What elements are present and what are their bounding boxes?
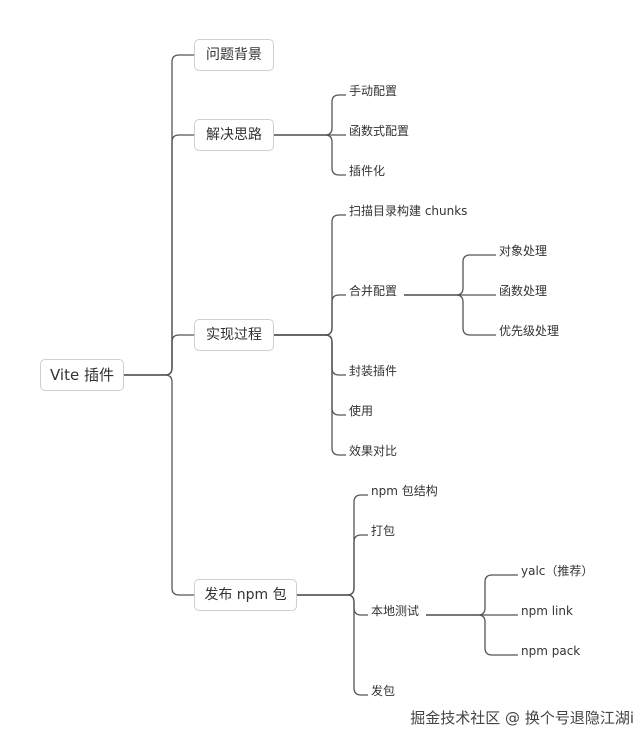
node-fabu-npm: 发布 npm 包 (194, 579, 297, 611)
leaf-bendi-ceshi: 本地测试 (371, 604, 420, 618)
link-hebing-youxian (404, 294, 496, 336)
link-shixian-hebing (274, 294, 346, 336)
link-jiejue-chajian (274, 134, 346, 176)
link-root-to-jiejue (124, 134, 194, 376)
leaf-fabao: 发包 (371, 684, 396, 698)
node-shixian-guocheng: 实现过程 (194, 319, 274, 351)
link-shixian-fengzhuang (274, 334, 346, 376)
link-shixian-xiaoguo (274, 334, 346, 456)
leaf-hanshu-chuli: 函数处理 (499, 284, 548, 298)
leaf-fengzhuang-chajian: 封装插件 (349, 364, 398, 378)
leaf-chajianhua: 插件化 (349, 164, 386, 178)
leaf-hebing-peizhi: 合并配置 (349, 284, 398, 298)
link-shixian-saomiao (274, 214, 346, 336)
leaf-dabao: 打包 (371, 524, 396, 538)
leaf-xiaoguo-duibi: 效果对比 (349, 444, 398, 458)
link-bendi-yalc (426, 574, 518, 616)
link-bendi-npmpack (426, 614, 518, 656)
link-root-to-fabu (124, 374, 194, 596)
leaf-yalc: yalc（推荐） (521, 564, 594, 578)
leaf-youxianji-chuli: 优先级处理 (499, 324, 560, 338)
leaf-shoudong-peizhi: 手动配置 (349, 84, 398, 98)
leaf-npm-bao-jiegou: npm 包结构 (371, 484, 438, 498)
leaf-saomiao-chunks: 扫描目录构建 chunks (349, 204, 468, 218)
watermark-text: 掘金技术社区 @ 换个号退隐江湖i (410, 709, 634, 727)
link-fabu-jiegou (297, 494, 368, 596)
link-hebing-duixiang (404, 254, 496, 296)
leaf-duixiang-chuli: 对象处理 (499, 244, 548, 258)
leaf-shiyong: 使用 (349, 404, 374, 418)
leaf-npm-pack: npm pack (521, 644, 581, 658)
leaf-npm-link: npm link (521, 604, 573, 618)
node-jiejue-silu: 解决思路 (194, 119, 274, 151)
link-fabu-fabao (297, 594, 368, 696)
leaf-hanshushi-peizhi: 函数式配置 (349, 124, 410, 138)
link-root-to-wenti (124, 54, 194, 376)
link-fabu-bendi (297, 594, 368, 616)
link-fabu-dabao (297, 534, 368, 596)
node-wenti-beijing: 问题背景 (194, 39, 274, 71)
link-jiejue-shoudong (274, 94, 346, 136)
root-node: Vite 插件 (40, 359, 124, 391)
link-root-to-shixian (124, 334, 194, 376)
